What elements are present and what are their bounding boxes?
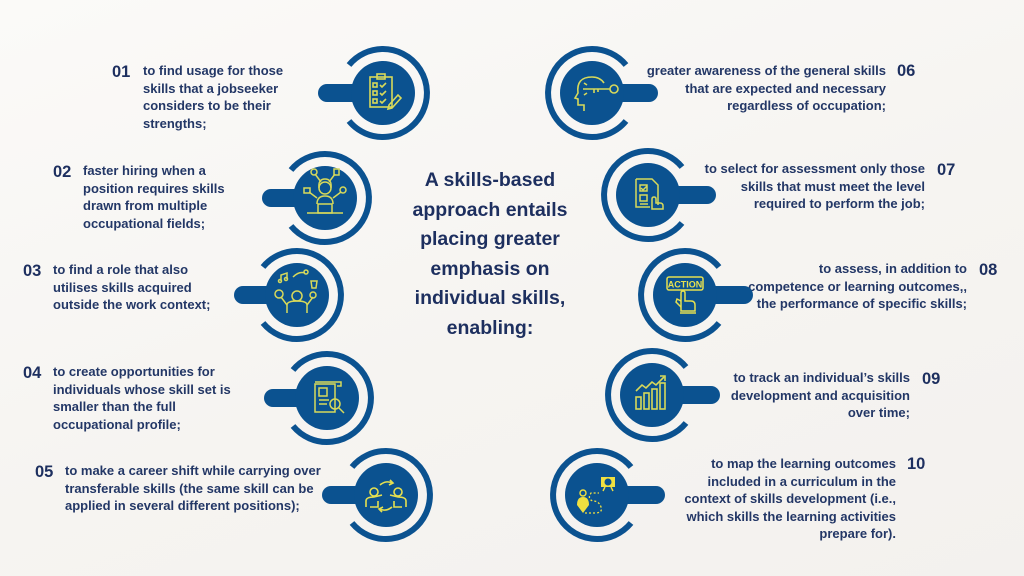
svg-text:ACTION: ACTION xyxy=(668,280,703,290)
item-number: 06 xyxy=(897,62,916,80)
item-text: to track an individual’s skills developm… xyxy=(730,370,910,420)
center-title: A skills-based approach entails placing … xyxy=(412,169,568,339)
item-number: 01 xyxy=(112,63,131,81)
item-number: 05 xyxy=(35,463,54,481)
item-text: to create opportunities for individuals … xyxy=(53,364,231,432)
item-number: 09 xyxy=(922,370,941,388)
item-number: 02 xyxy=(53,163,72,181)
form-select-icon xyxy=(635,178,664,210)
document-search-icon xyxy=(314,381,345,414)
item-number: 03 xyxy=(23,262,42,280)
badge-05 xyxy=(322,447,433,542)
badge-10 xyxy=(550,447,665,542)
badge-03 xyxy=(234,247,344,342)
item-text: faster hiring when a position requires s… xyxy=(83,163,225,231)
people-exchange-icon xyxy=(365,479,407,513)
item-number: 10 xyxy=(907,455,926,473)
badge-04 xyxy=(264,350,374,445)
item-number: 04 xyxy=(23,364,42,382)
item-text: to map the learning outcomes included in… xyxy=(684,456,896,541)
item-text: to assess, in addition to competence or … xyxy=(748,261,967,311)
learning-path-icon xyxy=(577,477,615,514)
item-text: to find a role that also utilises skills… xyxy=(53,262,211,312)
juggling-hobbies-icon xyxy=(274,269,318,313)
item-text: to select for assessment only those skil… xyxy=(704,161,925,211)
item-text: to find usage for those skills that a jo… xyxy=(143,63,284,131)
item-number: 07 xyxy=(937,161,956,179)
badge-06 xyxy=(545,45,658,140)
badge-09 xyxy=(605,347,720,442)
badge-01 xyxy=(318,45,430,140)
multitasking-person-icon xyxy=(303,168,347,214)
badge-07 xyxy=(601,147,716,242)
growth-chart-icon xyxy=(635,375,666,410)
item-number: 08 xyxy=(979,261,998,279)
checklist-icon xyxy=(369,73,403,111)
badge-02 xyxy=(262,150,372,245)
head-key-icon xyxy=(573,76,619,111)
action-button-icon: ACTION xyxy=(666,276,704,314)
item-text: to make a career shift while carrying ov… xyxy=(65,463,321,513)
badge-08: ACTION xyxy=(638,247,753,342)
item-text: greater awareness of the general skills … xyxy=(646,63,886,113)
